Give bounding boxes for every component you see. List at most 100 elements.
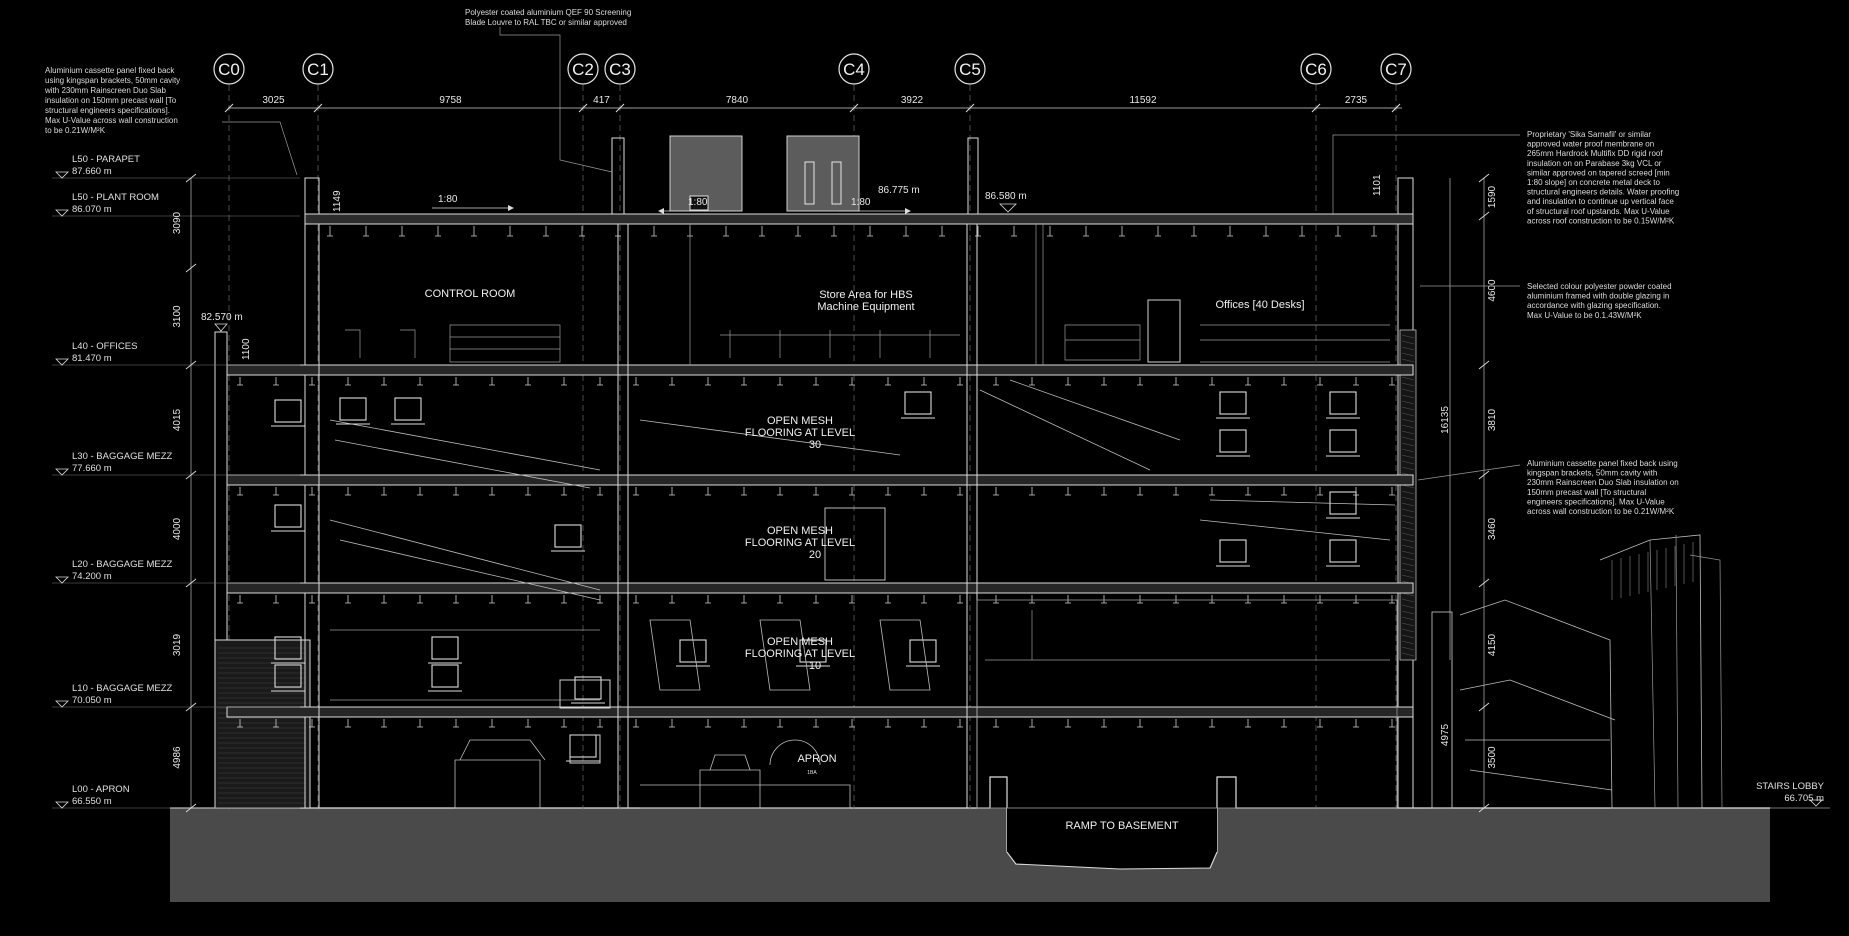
- hatch-line: [1401, 616, 1415, 621]
- level-name: L20 - BAGGAGE MEZZ: [72, 559, 172, 570]
- slope-2: 1:80: [688, 197, 708, 208]
- equipment-unit: [394, 397, 422, 421]
- joist-mark: [993, 719, 999, 728]
- hatch-line: [1401, 412, 1415, 417]
- note-line: of structural roof upstands. Max U-Value: [1527, 207, 1670, 216]
- joist-mark: [561, 595, 567, 604]
- hatch-line: [1401, 634, 1415, 639]
- joist-mark: [1209, 719, 1215, 728]
- dim-tick: [1478, 211, 1490, 221]
- joist-mark: [1065, 487, 1071, 496]
- top-dimension: 11592: [1129, 95, 1157, 106]
- note-line: Aluminium cassette panel fixed back: [45, 66, 175, 75]
- hatch-line: [1401, 574, 1415, 579]
- hatch-line: [1401, 526, 1415, 531]
- joist-mark: [597, 487, 603, 496]
- joist-mark: [1101, 487, 1107, 496]
- equipment-unit: [1329, 429, 1357, 453]
- level-elevation: 87.660 m: [72, 166, 112, 177]
- hatch-line: [1401, 532, 1415, 537]
- control-room-label: CONTROL ROOM: [425, 288, 516, 300]
- joist-mark: [1173, 595, 1179, 604]
- joist-mark: [1317, 377, 1323, 386]
- right-dimension: 1590: [1487, 185, 1498, 208]
- equipment-unit: [554, 524, 582, 548]
- joist-mark: [1029, 595, 1035, 604]
- grid-label-c7: C7: [1385, 60, 1407, 79]
- joist-mark: [885, 719, 891, 728]
- note-line: to be 0.21W/M²K: [45, 126, 106, 135]
- level-name: L00 - APRON: [72, 784, 130, 795]
- level-marker: [55, 358, 69, 366]
- joist-mark: [633, 595, 639, 604]
- note-right-cassette: Aluminium cassette panel fixed back usin…: [1527, 459, 1679, 516]
- hatch-line: [1401, 496, 1415, 501]
- dim-tick: [185, 702, 197, 712]
- hatch-line: [1401, 466, 1415, 471]
- joist-mark: [309, 377, 315, 386]
- floor-slab: [226, 582, 1414, 594]
- dim-tick: [1311, 103, 1321, 113]
- note-line: 230mm Rainscreen Duo Slab insulation on: [1527, 478, 1679, 487]
- joist-mark: [705, 719, 711, 728]
- joist-mark: [1389, 595, 1395, 604]
- grid-label-c3: C3: [609, 60, 631, 79]
- joist-mark: [597, 595, 603, 604]
- top-dimension: 3025: [262, 95, 285, 106]
- room-labels: CONTROL ROOM Store Area for HBS Machine …: [425, 288, 1305, 776]
- hatch-line: [1401, 448, 1415, 453]
- joist-mark: [453, 377, 459, 386]
- joist-mark: [921, 487, 927, 496]
- level-elevation: 86.070 m: [72, 204, 112, 215]
- grid-label-c2: C2: [572, 60, 594, 79]
- joist-mark: [489, 595, 495, 604]
- joist-mark: [399, 226, 405, 237]
- joist-mark: [1209, 595, 1215, 604]
- joist-mark: [1083, 226, 1089, 237]
- note-line: with 230mm Rainscreen Duo Slab: [44, 86, 166, 95]
- right-dimension: 4600: [1487, 279, 1498, 302]
- joist-mark: [1245, 377, 1251, 386]
- level-name: L40 - OFFICES: [72, 341, 137, 352]
- joist-mark: [849, 487, 855, 496]
- left-dimension: 3090: [172, 211, 183, 234]
- joist-mark: [543, 226, 549, 237]
- joist-mark: [741, 377, 747, 386]
- joist-mark: [849, 377, 855, 386]
- joist-mark: [741, 719, 747, 728]
- joist-mark: [363, 226, 369, 237]
- top-dimension: 7840: [726, 95, 749, 106]
- floor-slab: [226, 706, 1414, 718]
- joist-mark: [633, 719, 639, 728]
- level-marker: [55, 171, 69, 179]
- joist-mark: [561, 487, 567, 496]
- joist-mark: [345, 377, 351, 386]
- dim-tick: [1478, 470, 1490, 480]
- note-line: structural engineers details. Water proo…: [1527, 188, 1679, 197]
- dim-tick: [849, 103, 859, 113]
- joist-mark: [345, 595, 351, 604]
- level-marker: [55, 801, 69, 809]
- joist-mark: [237, 719, 243, 728]
- joist-mark: [1317, 719, 1323, 728]
- joist-mark: [669, 595, 675, 604]
- joist-mark: [1209, 487, 1215, 496]
- joist-mark: [273, 719, 279, 728]
- mesh30-label-2: FLOORING AT LEVEL: [745, 427, 855, 439]
- equipment-unit: [799, 639, 827, 663]
- joist-mark: [831, 226, 837, 237]
- joist-mark: [1101, 377, 1107, 386]
- note-line: Selected colour polyester powder coated: [1527, 282, 1672, 291]
- joist-mark: [1263, 226, 1269, 237]
- joist-mark: [1227, 226, 1233, 237]
- joist-mark: [1173, 487, 1179, 496]
- note-line: insulation on 150mm precast wall [To: [45, 96, 177, 105]
- joist-mark: [669, 487, 675, 496]
- joist-mark: [1335, 226, 1341, 237]
- hatch-line: [1401, 442, 1415, 447]
- hatch-line: [1401, 388, 1415, 393]
- note-line: Max U-Value to be 0.1.43W/M²K: [1527, 311, 1642, 320]
- equipment-unit: [274, 636, 302, 660]
- dim-tick: [578, 103, 588, 113]
